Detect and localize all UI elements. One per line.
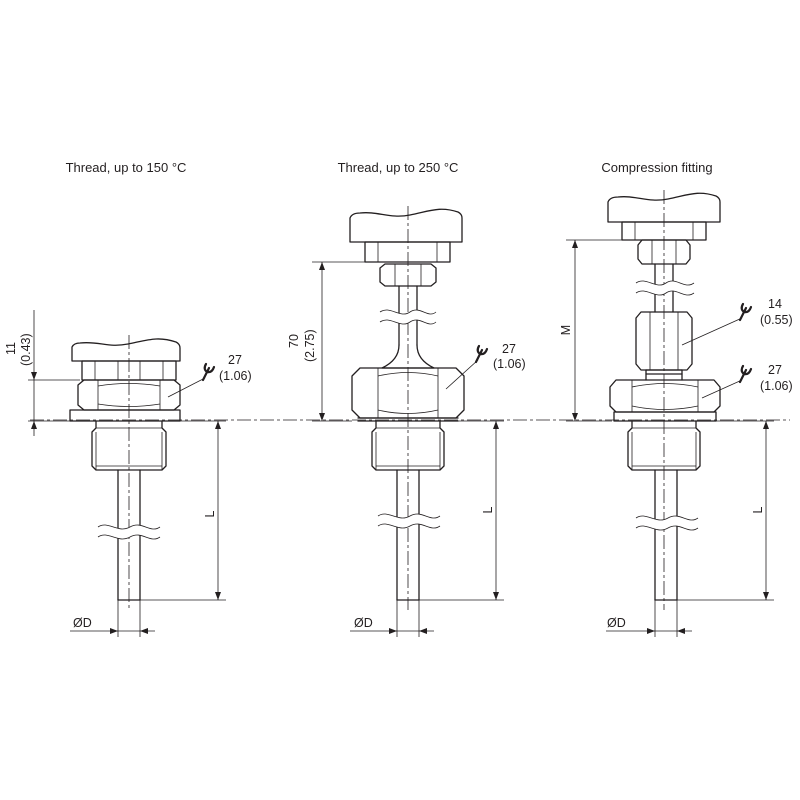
head-base-plate bbox=[81, 360, 177, 381]
dim-neck-length-inch: (2.75) bbox=[303, 329, 317, 362]
head-base-plate bbox=[621, 221, 707, 241]
variant-thread-150: Thread, up to 150 °C bbox=[4, 160, 252, 637]
wrench-icon bbox=[738, 364, 753, 384]
head-base-plate bbox=[364, 241, 451, 263]
dim-compression-label: M bbox=[559, 325, 573, 335]
title-thread-250: Thread, up to 250 °C bbox=[338, 160, 459, 175]
probe-tube bbox=[635, 469, 699, 601]
wrench-size-27-inch: (1.06) bbox=[493, 357, 526, 371]
flange bbox=[69, 409, 181, 422]
wrench-size-27: 27 bbox=[502, 342, 516, 356]
hex-nut bbox=[609, 379, 721, 413]
variant-compression-fitting: Compression fitting bbox=[559, 160, 793, 637]
wrench-size-27-inch: (1.06) bbox=[219, 369, 252, 383]
dim-diameter-label: ØD bbox=[354, 616, 373, 630]
dim-neck-length-value: 70 bbox=[287, 334, 301, 348]
title-thread-150: Thread, up to 150 °C bbox=[66, 160, 187, 175]
wrench-icon bbox=[474, 344, 489, 364]
wrench-size-27: 27 bbox=[228, 353, 242, 367]
wrench-size-27: 27 bbox=[768, 363, 782, 377]
threaded-section bbox=[371, 420, 445, 471]
dimension-diameter: ØD bbox=[350, 600, 434, 637]
threaded-section bbox=[627, 420, 701, 471]
dim-head-height-value: 11 bbox=[4, 342, 18, 355]
variant-thread-250: Thread, up to 250 °C bbox=[287, 160, 526, 637]
dim-insertion-label: L bbox=[751, 506, 765, 513]
dimension-insertion-length: L bbox=[140, 420, 226, 601]
head-cap bbox=[349, 208, 463, 243]
dimension-diameter: ØD bbox=[606, 600, 692, 637]
head-cap bbox=[607, 192, 721, 223]
wrench-size-14: 14 bbox=[768, 297, 782, 311]
dimension-insertion-length: L bbox=[419, 420, 504, 601]
compression-nut bbox=[635, 311, 693, 371]
hex-nut bbox=[77, 379, 181, 411]
wrench-annotation-27: 27 (1.06) bbox=[701, 363, 793, 399]
probe-tube bbox=[377, 469, 441, 601]
dimension-diameter: ØD bbox=[70, 600, 155, 637]
wrench-icon bbox=[738, 302, 753, 322]
dim-diameter-label: ØD bbox=[73, 616, 92, 630]
wrench-size-27-inch: (1.06) bbox=[760, 379, 793, 393]
wrench-annotation-27: 27 (1.06) bbox=[167, 353, 252, 398]
wrench-size-14-inch: (0.55) bbox=[760, 313, 793, 327]
dimension-insertion-length: L bbox=[677, 420, 774, 601]
small-nut bbox=[637, 239, 691, 265]
small-nut bbox=[379, 263, 437, 287]
dim-insertion-label: L bbox=[481, 506, 495, 513]
dim-head-height-inch: (0.43) bbox=[19, 333, 33, 366]
wrench-annotation-27: 27 (1.06) bbox=[445, 342, 526, 390]
wrench-annotation-14: 14 (0.55) bbox=[681, 297, 793, 346]
dim-insertion-label: L bbox=[203, 510, 217, 517]
dim-diameter-label: ØD bbox=[607, 616, 626, 630]
probe-tube bbox=[97, 335, 161, 610]
head-cap bbox=[71, 338, 181, 362]
dimension-neck-length: 70 (2.75) bbox=[287, 261, 380, 422]
dimension-compression-length: M bbox=[559, 239, 622, 422]
wrench-icon bbox=[201, 362, 216, 382]
hex-nut bbox=[351, 367, 465, 419]
dimension-head-height: 11 (0.43) bbox=[4, 310, 80, 436]
title-compression: Compression fitting bbox=[601, 160, 712, 175]
